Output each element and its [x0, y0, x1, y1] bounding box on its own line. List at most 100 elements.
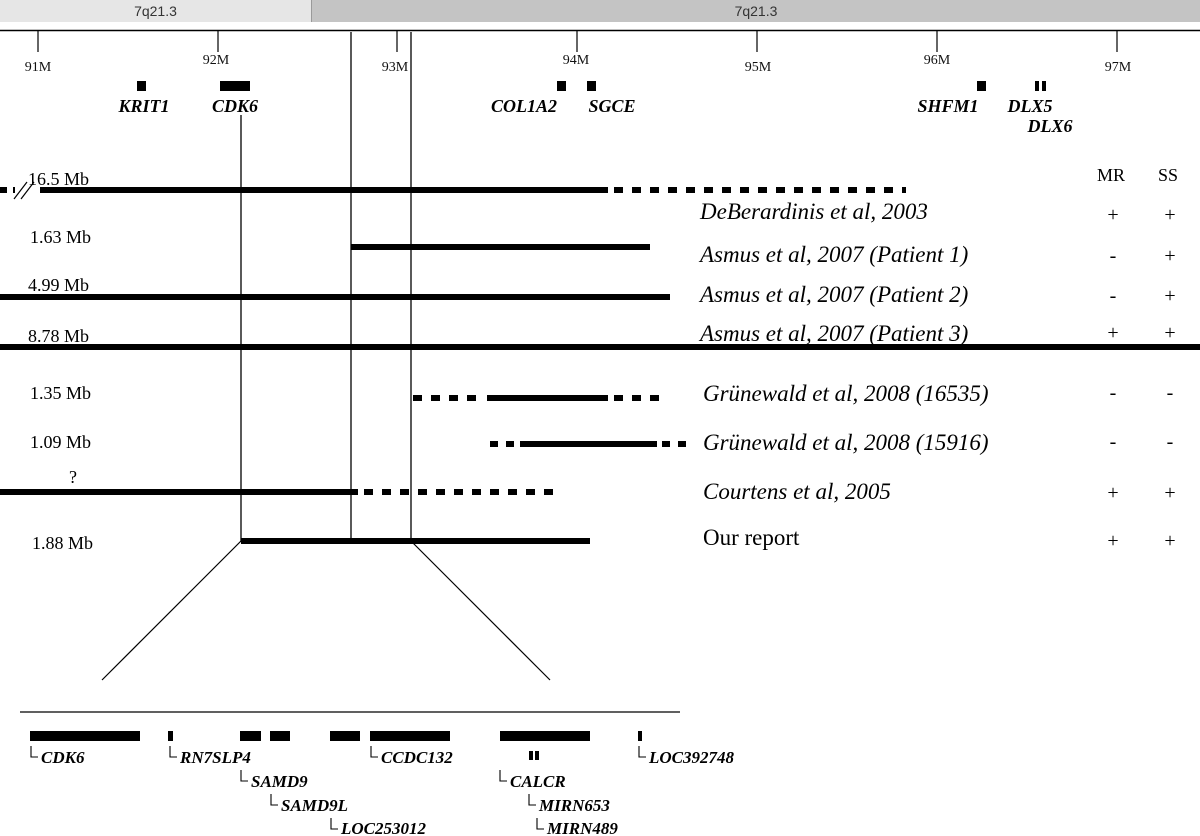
- ss-status: +: [1164, 204, 1175, 226]
- mr-status: +: [1107, 530, 1118, 552]
- gene-block-mirn653: [529, 751, 533, 760]
- deletion-size-label: 1.88 Mb: [32, 533, 93, 553]
- gene-marker-shfm1: [977, 81, 986, 91]
- gene-label-col1a2: COL1A2: [491, 96, 557, 116]
- label-leader: [536, 818, 544, 830]
- label-leader: [330, 818, 338, 830]
- deletion-row: 1.63 Mb Asmus et al, 2007 (Patient 1) - …: [30, 227, 1176, 267]
- deletion-size-label: ?: [69, 467, 77, 487]
- zoom-gene-label-samd9l: SAMD9L: [281, 796, 348, 815]
- gene-block-cdk6: [30, 731, 140, 741]
- label-leader: [528, 794, 536, 806]
- deletion-row: 1.88 Mb Our report + +: [32, 525, 1176, 553]
- axis-tick-label: 94M: [563, 53, 590, 68]
- gene-block-loc253012: [330, 731, 360, 741]
- label-leader: [638, 746, 646, 758]
- gene-block-samd9l: [270, 731, 290, 741]
- axis-tick-label: 93M: [382, 60, 409, 75]
- deletion-row: 16.5 Mb DeBerardinis et al, 2003 + +: [0, 169, 1176, 226]
- boundary-lines: [240, 32, 412, 542]
- gene-label-cdk6: CDK6: [212, 96, 258, 116]
- deletion-row: 4.99 Mb Asmus et al, 2007 (Patient 2) - …: [0, 275, 1176, 307]
- reference-label: Our report: [703, 525, 800, 550]
- zoom-gene-label-calcr: CALCR: [510, 772, 566, 791]
- zoom-gene-label-samd9: SAMD9: [251, 772, 308, 791]
- gene-label-dlx5: DLX5: [1007, 96, 1053, 116]
- deletion-size-label: 16.5 Mb: [28, 169, 89, 189]
- label-leader: [30, 746, 38, 758]
- top-gene-track: KRIT1 CDK6 COL1A2 SGCE SHFM1 DLX5 DLX6: [117, 81, 1073, 136]
- ss-status: +: [1164, 245, 1175, 267]
- ss-status: -: [1167, 431, 1174, 453]
- gene-block-samd9: [240, 731, 261, 741]
- gene-marker-col1a2: [557, 81, 566, 91]
- deletion-row: 8.78 Mb Asmus et al, 2007 (Patient 3) + …: [0, 321, 1200, 350]
- gene-marker-cdk6: [220, 81, 250, 91]
- mr-status: -: [1110, 382, 1117, 404]
- gene-label-sgce: SGCE: [588, 96, 635, 116]
- band-label-right: 7q21.3: [312, 0, 1200, 22]
- gene-label-krit1: KRIT1: [117, 96, 169, 116]
- reference-label: Grünewald et al, 2008 (15916): [703, 430, 989, 455]
- mr-status: +: [1107, 322, 1118, 344]
- deletion-row: 1.09 Mb Grünewald et al, 2008 (15916) - …: [30, 430, 1173, 455]
- gene-marker-krit1: [137, 81, 146, 91]
- gene-block-mirn489: [535, 751, 539, 760]
- ss-status: +: [1164, 482, 1175, 504]
- gene-marker-dlx6: [1042, 81, 1046, 91]
- gene-marker-dlx5: [1035, 81, 1039, 91]
- axis-tick-label: 95M: [745, 60, 772, 75]
- column-header-mr: MR: [1097, 165, 1125, 185]
- label-leader: [240, 770, 248, 782]
- gene-block-calcr: [500, 731, 590, 741]
- gene-marker-sgce: [587, 81, 596, 91]
- axis-tick-label: 97M: [1105, 60, 1132, 75]
- reference-label: Asmus et al, 2007 (Patient 3): [698, 321, 968, 346]
- ss-status: +: [1164, 530, 1175, 552]
- deletion-size-label: 4.99 Mb: [28, 275, 89, 295]
- gene-block-rn7slp4: [168, 731, 173, 741]
- deletion-size-label: 8.78 Mb: [28, 326, 89, 346]
- axis-tick-label: 92M: [203, 53, 230, 68]
- reference-label: DeBerardinis et al, 2003: [699, 199, 928, 224]
- deletion-size-label: 1.09 Mb: [30, 432, 91, 452]
- deletion-row: ? Courtens et al, 2005 + +: [0, 467, 1176, 504]
- column-header-ss: SS: [1158, 165, 1178, 185]
- ss-status: +: [1164, 322, 1175, 344]
- deletion-row: 1.35 Mb Grünewald et al, 2008 (16535) - …: [30, 381, 1173, 406]
- reference-label: Grünewald et al, 2008 (16535): [703, 381, 989, 406]
- ss-status: -: [1167, 382, 1174, 404]
- deletion-size-label: 1.35 Mb: [30, 383, 91, 403]
- zoom-gene-label-rn7slp4: RN7SLP4: [179, 748, 251, 767]
- chromosome-band-bar: 7q21.3 7q21.3: [0, 0, 1200, 22]
- reference-label: Courtens et al, 2005: [703, 479, 891, 504]
- mr-status: +: [1107, 204, 1118, 226]
- label-leader: [370, 746, 378, 758]
- break-mark: [20, 181, 35, 200]
- zoom-gene-label-mirn489: MIRN489: [546, 819, 618, 836]
- coordinate-axis: 91M 92M 93M 94M 95M 96M 97M: [0, 29, 1200, 75]
- zoomed-gene-track: CDK6 RN7SLP4 SAMD9 SAMD9L LOC253012 CCDC…: [20, 711, 735, 836]
- ss-status: +: [1164, 285, 1175, 307]
- reference-label: Asmus et al, 2007 (Patient 2): [698, 282, 968, 307]
- mr-status: -: [1110, 431, 1117, 453]
- zoom-line-right: [410, 540, 551, 681]
- mr-status: -: [1110, 285, 1117, 307]
- zoom-gene-label-mirn653: MIRN653: [538, 796, 610, 815]
- label-leader: [270, 794, 278, 806]
- mr-status: -: [1110, 245, 1117, 267]
- gene-block-loc392748: [638, 731, 642, 741]
- gene-label-shfm1: SHFM1: [917, 96, 978, 116]
- gene-label-dlx6: DLX6: [1027, 116, 1073, 136]
- mr-status: +: [1107, 482, 1118, 504]
- axis-tick-label: 96M: [924, 53, 951, 68]
- deletion-size-label: 1.63 Mb: [30, 227, 91, 247]
- zoom-gene-label-cdk6: CDK6: [41, 748, 85, 767]
- label-leader: [499, 770, 507, 782]
- break-mark: [13, 181, 28, 200]
- band-label-left: 7q21.3: [0, 0, 312, 22]
- axis-tick-label: 91M: [25, 60, 52, 75]
- zoom-gene-label-loc253012: LOC253012: [340, 819, 427, 836]
